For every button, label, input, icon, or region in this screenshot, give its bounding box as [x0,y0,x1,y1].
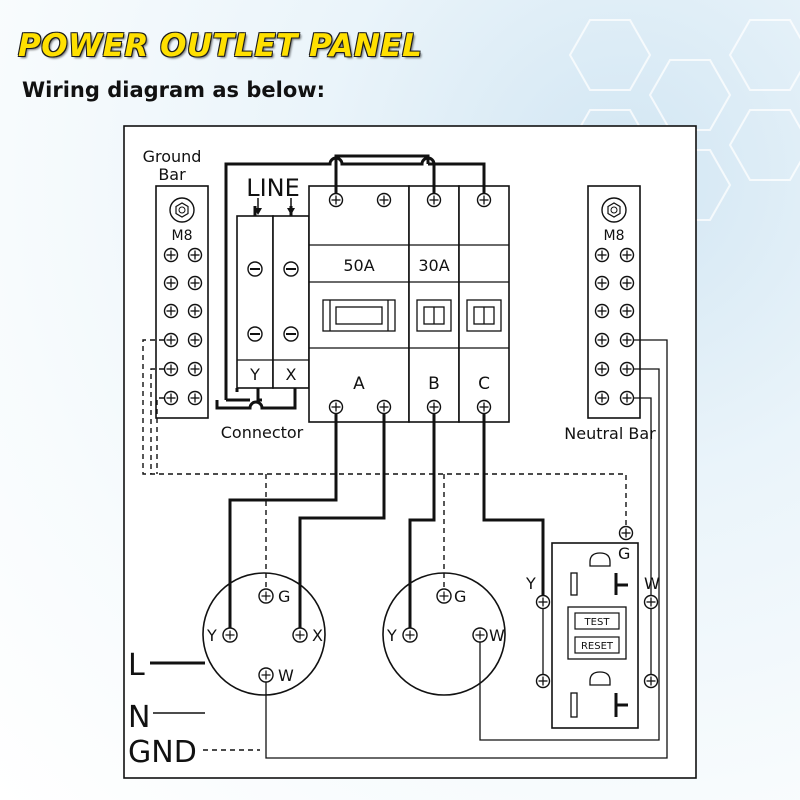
ground-bar-label-2: Bar [158,165,186,184]
legend-gnd: GND [128,735,197,770]
gfci-reset-button [574,636,620,654]
line-label: LINE [246,174,300,202]
breaker-b-rating: 30A [418,256,449,275]
outlet-50a: G Y X W [202,572,326,696]
breaker-b-letter: B [428,374,440,394]
gfci-g: G [618,544,630,563]
breaker-switch-icon [322,299,502,332]
gfci-test-button [574,612,620,630]
outlet-30a: G Y W [382,572,506,696]
hex-bolt-icon [601,197,627,223]
page-subtitle: Wiring diagram as below: [22,78,326,102]
ground-bar-bolt-label: M8 [172,228,193,244]
gfci-test-label: TEST [584,617,611,628]
breaker-c-letter: C [478,374,490,394]
breaker-panel: 50A 30A A B C [308,185,510,423]
breaker-a-rating: 50A [343,256,374,275]
breaker-a-letter: A [353,374,365,394]
connector-terminal-y: Y [249,365,260,384]
screw-terminal-icon [163,247,179,263]
hex-bolt-icon [169,197,195,223]
neutral-bar-label: Neutral Bar [564,424,656,443]
gfci-outlet: G Y W TEST RESET [525,525,660,729]
outlet-50a-y: Y [206,626,217,645]
connector-caption: Connector [221,423,304,442]
outlet-30a-y: Y [386,626,397,645]
connector-terminal-x: X [286,365,297,384]
outlet-30a-g: G [454,587,466,606]
ground-bar: Ground Bar M8 [143,147,209,419]
outlet-icon [202,572,326,696]
ground-bar-label-1: Ground [143,147,202,166]
gfci-reset-label: RESET [581,641,614,652]
line-connector: LINE Y X Connector [221,174,310,442]
gfci-w: W [644,574,660,593]
outlet-50a-x: X [312,626,323,645]
outlet-50a-g: G [278,587,290,606]
outlet-50a-w: W [278,666,294,685]
legend: L N GND [128,648,260,770]
legend-n: N [128,700,150,735]
legend-l: L [128,648,145,683]
page-title: POWER OUTLET PANEL [18,28,423,64]
gfci-y: Y [525,574,536,593]
outlet-30a-w: W [489,626,505,645]
neutral-bar: M8 Neutral Bar [564,185,656,443]
neutral-bar-bolt-label: M8 [604,228,625,244]
